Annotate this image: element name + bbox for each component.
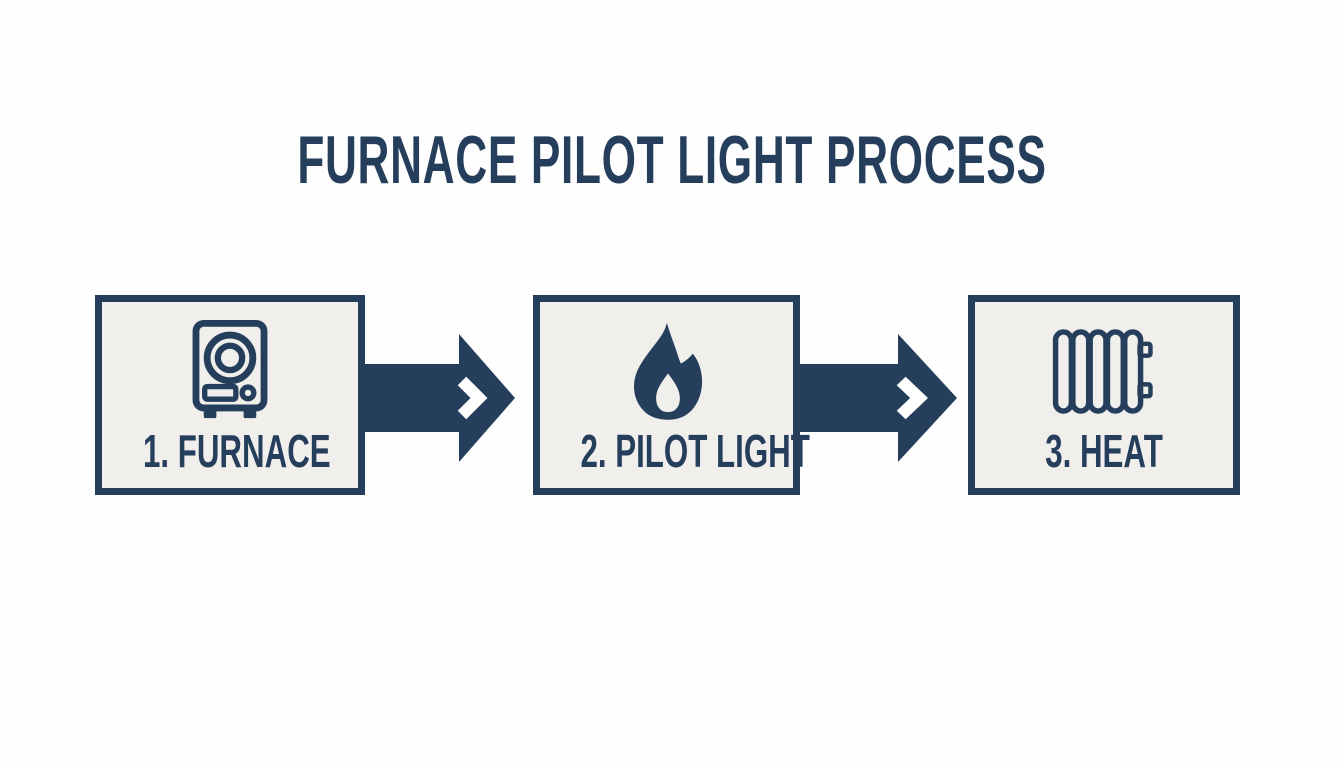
flame-icon bbox=[625, 310, 709, 432]
step-label-pilot-light: 2. PILOT LIGHT bbox=[580, 425, 810, 477]
flow-arrow-icon bbox=[365, 333, 515, 463]
diagram-title: FURNACE PILOT LIGHT PROCESS bbox=[297, 122, 1047, 198]
step-box-pilot-light: 2. PILOT LIGHT bbox=[533, 295, 810, 495]
step-label-furnace: 1. FURNACE bbox=[142, 425, 331, 477]
flow-arrow-icon bbox=[799, 333, 957, 463]
furnace-icon bbox=[191, 310, 269, 432]
radiator-icon bbox=[1051, 310, 1157, 432]
step-label-heat: 3. HEAT bbox=[1045, 425, 1163, 477]
step-box-heat: 3. HEAT bbox=[968, 295, 1240, 495]
step-box-furnace: 1. FURNACE bbox=[95, 295, 365, 495]
